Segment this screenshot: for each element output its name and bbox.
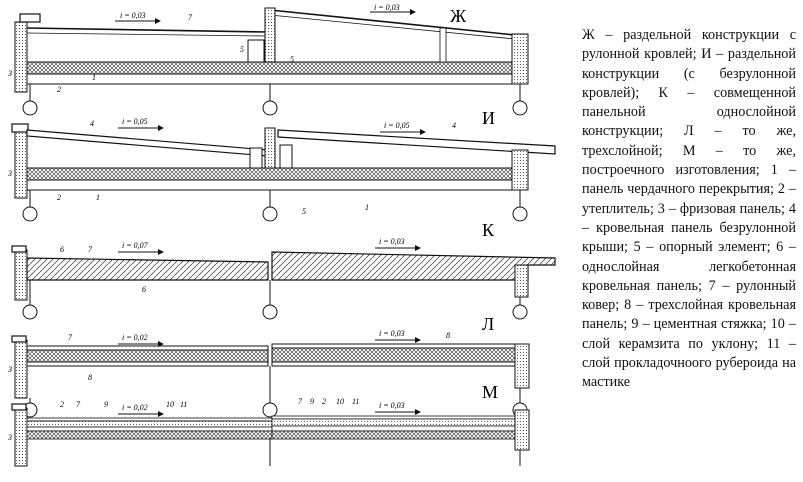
callout-label: 7 bbox=[76, 400, 81, 409]
callout-label: 9 bbox=[310, 397, 314, 406]
slope-label-l-left: i = 0,02 bbox=[122, 333, 148, 342]
slope-label-zh-left: i = 0,03 bbox=[120, 11, 146, 20]
panel-letter-i: И bbox=[482, 108, 495, 128]
callout-label: 1 bbox=[365, 203, 369, 212]
callout-label: 10 bbox=[336, 397, 344, 406]
slope-label-m-right: i = 0,03 bbox=[379, 401, 405, 410]
panel-letter-k: К bbox=[482, 220, 495, 240]
slope-label-k-left: i = 0,07 bbox=[122, 241, 149, 250]
slope-label-zh-right: i = 0,03 bbox=[374, 3, 400, 12]
callout-label: 6 bbox=[60, 245, 64, 254]
callout-label: 7 bbox=[298, 397, 303, 406]
callout-label: 4 bbox=[452, 121, 456, 130]
panel-m: i = 0,02 i = 0,03 2 7 9 10 11 3 7 9 2 10… bbox=[7, 382, 530, 467]
callout-label: 2 bbox=[322, 397, 326, 406]
panel-zh: i = 0,03 i = 0,03 7 3 2 1 5 5 Ж bbox=[7, 3, 529, 116]
callout-label: 8 bbox=[446, 331, 450, 340]
panel-k: i = 0,07 i = 0,03 6 7 6 К bbox=[11, 220, 556, 320]
callout-label: 7 bbox=[188, 13, 193, 22]
callout-label: 7 bbox=[88, 245, 93, 254]
callout-label: 6 bbox=[142, 285, 146, 294]
callout-label: 2 bbox=[57, 193, 61, 202]
callout-label: 3 bbox=[7, 433, 12, 442]
callout-label: 10 bbox=[166, 400, 174, 409]
panel-letter-m: М bbox=[482, 382, 498, 402]
callout-label: 3 bbox=[7, 169, 12, 178]
callout-label: 9 bbox=[104, 400, 108, 409]
callout-label: 2 bbox=[57, 85, 61, 94]
callout-label: 1 bbox=[92, 73, 96, 82]
callout-label: 7 bbox=[68, 333, 73, 342]
slope-label-i-right: i = 0,05 bbox=[384, 121, 410, 130]
callout-label: 5 bbox=[240, 45, 244, 54]
callout-label: 1 bbox=[96, 193, 100, 202]
callout-label: 2 bbox=[60, 400, 64, 409]
slope-label-l-right: i = 0,03 bbox=[379, 329, 405, 338]
slope-label-k-right: i = 0,03 bbox=[379, 237, 405, 246]
callout-label: 5 bbox=[290, 55, 294, 64]
legend-paragraph: Ж – раздельной конструкции с рулонной кр… bbox=[582, 27, 796, 391]
panel-letter-zh: Ж bbox=[450, 6, 467, 26]
callout-label: 11 bbox=[352, 397, 359, 406]
callout-label: 3 bbox=[7, 69, 12, 78]
legend-text: Ж – раздельной конструкции с рулонной кр… bbox=[582, 26, 796, 393]
callout-label: 11 bbox=[180, 400, 187, 409]
roof-sections-drawing: i = 0,03 i = 0,03 7 3 2 1 5 5 Ж i = 0,05 bbox=[7, 3, 556, 467]
slope-label-m-left: i = 0,02 bbox=[122, 403, 148, 412]
callout-label: 5 bbox=[302, 207, 306, 216]
callout-label: 4 bbox=[90, 119, 94, 128]
panel-letter-l: Л bbox=[482, 314, 494, 334]
panel-l: i = 0,02 i = 0,03 7 8 3 8 Л bbox=[7, 314, 530, 418]
slope-label-i-left: i = 0,05 bbox=[122, 117, 148, 126]
callout-label: 3 bbox=[7, 365, 12, 374]
callout-label: 8 bbox=[88, 373, 92, 382]
panel-i: i = 0,05 i = 0,05 4 4 3 2 1 5 1 И bbox=[7, 108, 556, 222]
